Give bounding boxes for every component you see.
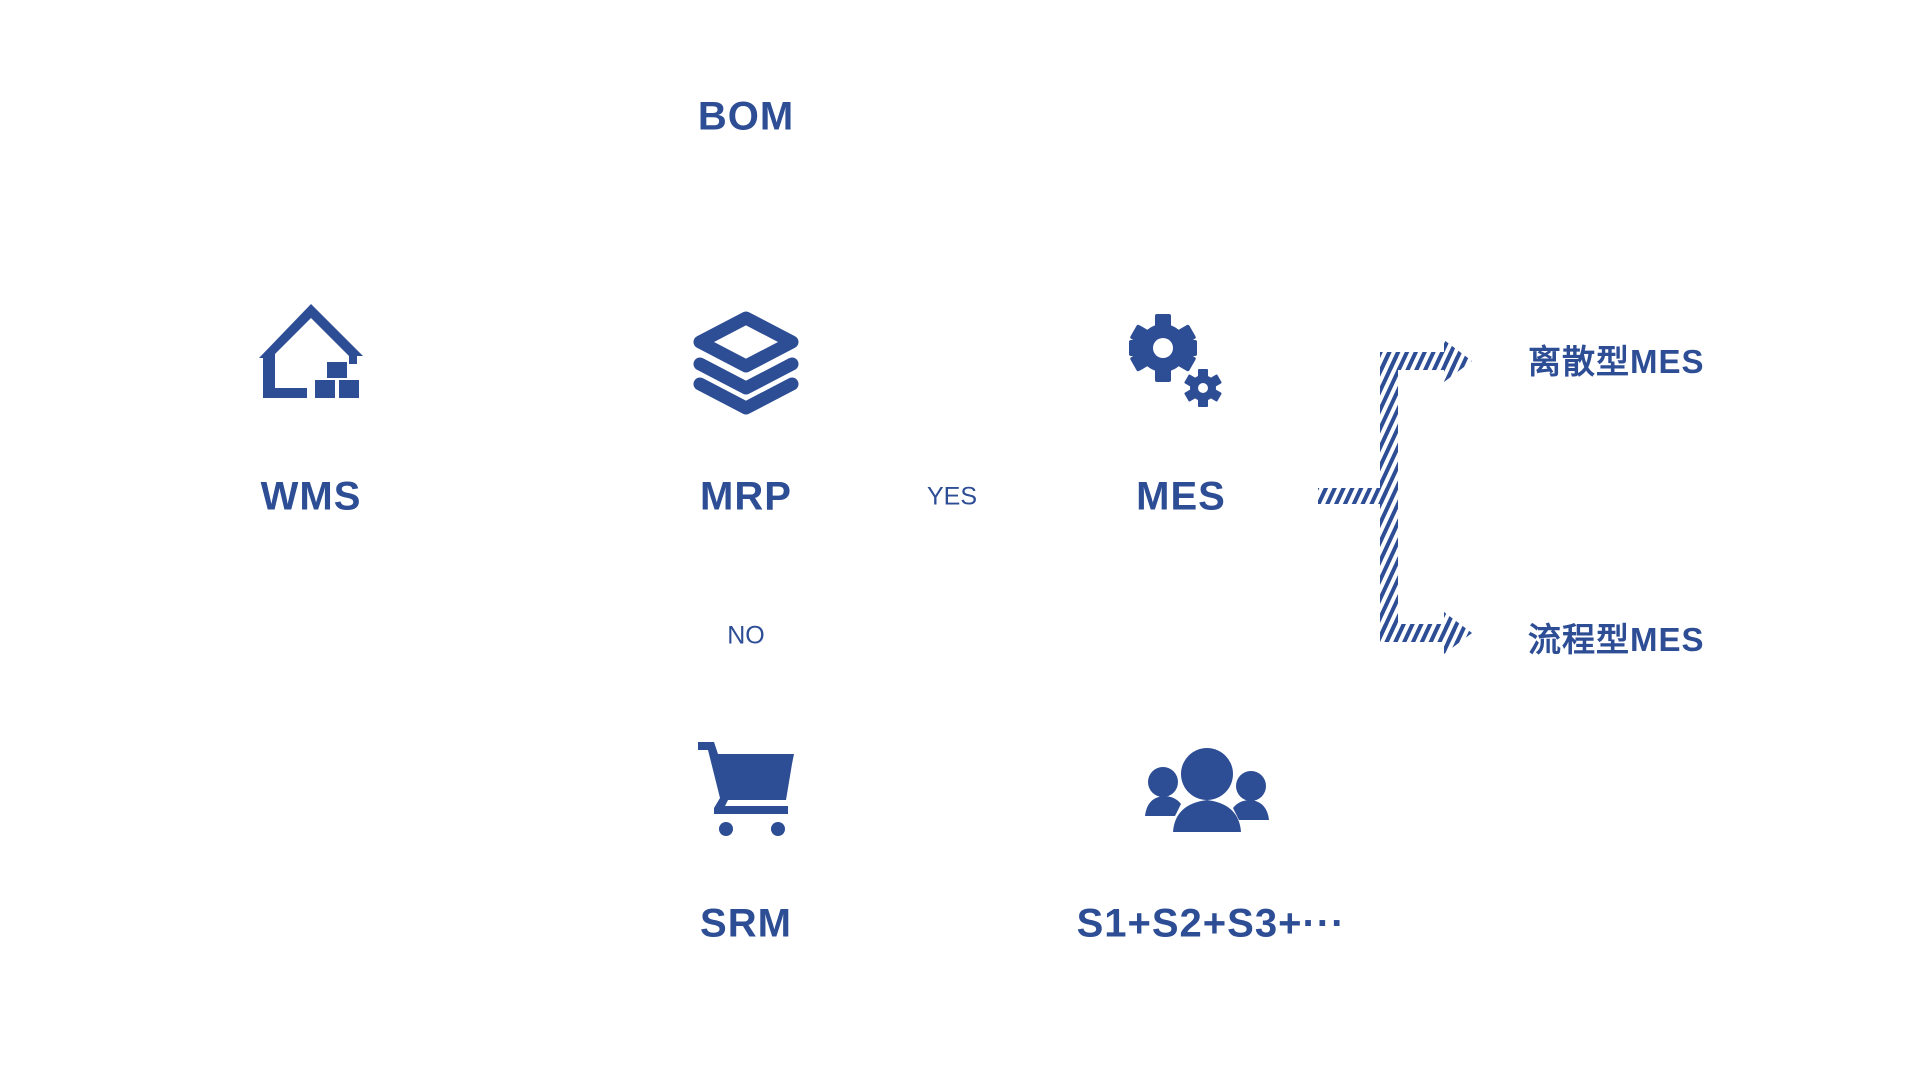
branch-discrete-mes-label: 离散型MES xyxy=(1528,343,1705,380)
branch-process-mes-label: 流程型MES xyxy=(1528,621,1705,658)
gears-icon xyxy=(1129,314,1225,410)
node-bom-label: BOM xyxy=(697,94,795,139)
layers-icon xyxy=(690,308,802,416)
node-suppliers-label: S1+S2+S3+··· xyxy=(1076,901,1346,946)
shopping-cart-icon xyxy=(698,742,794,838)
node-wms-label: WMS xyxy=(260,474,362,519)
decision-yes-label: YES xyxy=(926,482,978,511)
decision-no-label: NO xyxy=(727,621,765,650)
node-srm-label: SRM xyxy=(700,901,792,946)
node-mrp-label: MRP xyxy=(700,474,792,519)
branch-bracket-arrows xyxy=(1318,330,1478,660)
users-group-icon xyxy=(1145,748,1269,832)
warehouse-icon xyxy=(259,304,363,400)
node-mes-label: MES xyxy=(1136,474,1226,519)
